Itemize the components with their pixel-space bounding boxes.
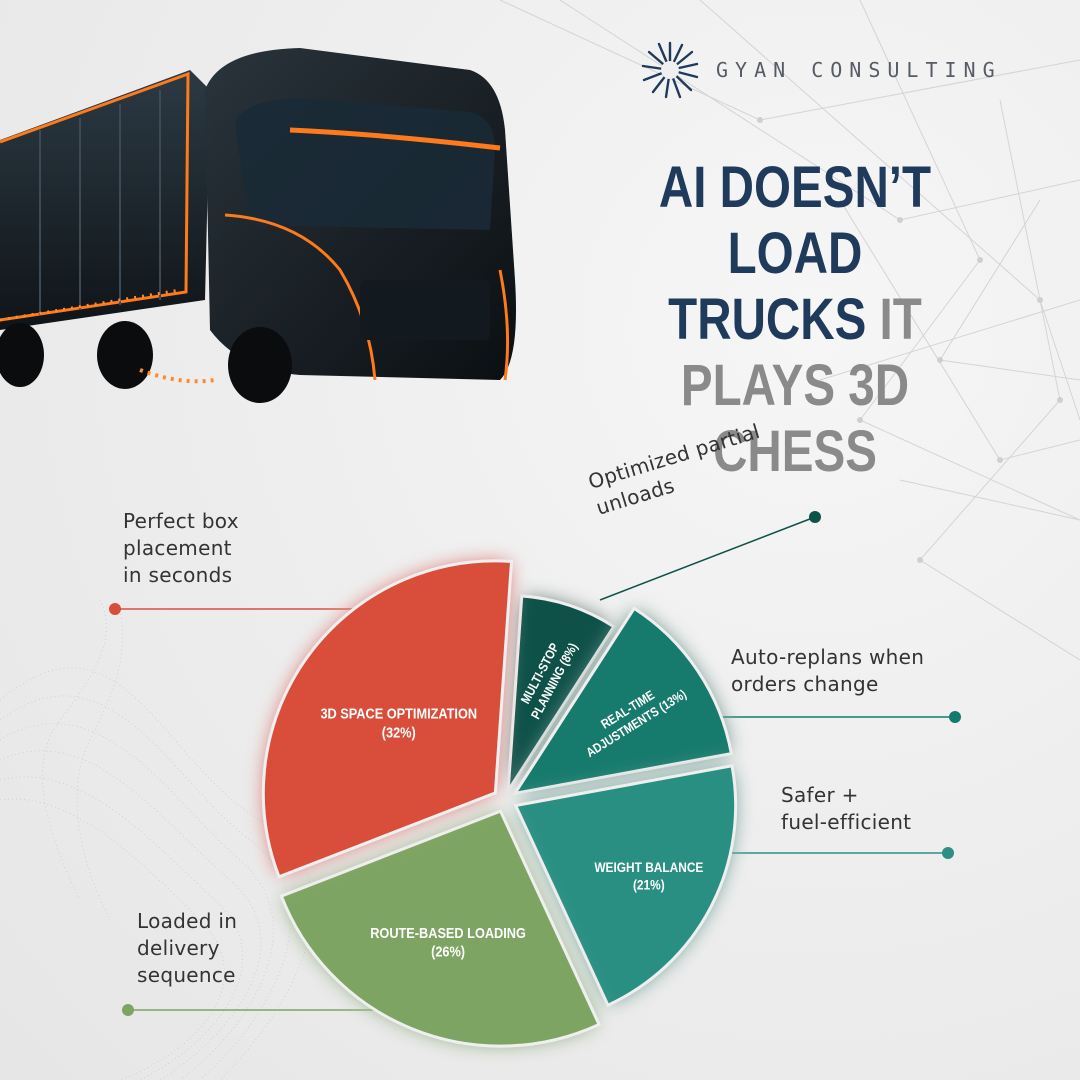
annotation-space-optimization: Perfect box placement in seconds — [123, 509, 239, 587]
pie-slice-1 — [506, 594, 616, 792]
trailer-body — [0, 70, 210, 330]
pie-slice-4 — [279, 809, 602, 1048]
trailer-light-strip — [0, 71, 190, 322]
leader-line-multi-stop — [599, 516, 816, 601]
annotation-route-loading: Loaded in delivery sequence — [137, 909, 238, 987]
brand-name: GYAN CONSULTING — [716, 58, 1002, 82]
truck-illustration — [0, 48, 516, 403]
headline-line-1: AI DOESN’T — [658, 155, 932, 220]
headline: AI DOESN’T LOAD TRUCKS IT PLAYS 3D CHESS — [635, 155, 955, 485]
pie-slice-2 — [511, 606, 734, 796]
leader-dot-route — [122, 1004, 134, 1016]
headline-line-2b: IT — [866, 287, 922, 352]
headline-line-3: PLAYS 3D CHESS — [680, 353, 910, 484]
headline-line-2a: LOAD TRUCKS — [668, 221, 867, 352]
leader-dot-weight — [942, 847, 954, 859]
pie-slice-3 — [513, 764, 738, 1008]
pie-slice-5 — [261, 559, 514, 879]
leader-dot-space — [109, 603, 121, 615]
slice-label-5: 3D SPACE OPTIMIZATION(32%) — [320, 705, 477, 741]
leader-dot-multi-stop — [809, 511, 821, 523]
grille — [360, 280, 490, 340]
annotation-weight-balance: Safer + fuel-efficient — [781, 783, 912, 834]
roof-light-bar — [289, 127, 501, 151]
front-wheel — [228, 327, 292, 403]
slice-label-3: WEIGHT BALANCE(21%) — [594, 859, 703, 893]
annotation-real-time: Auto-replans when orders change — [731, 645, 925, 696]
cab-light-strip — [224, 213, 377, 381]
leader-dot-real-time — [949, 711, 961, 723]
brand-logo: GYAN CONSULTING — [640, 40, 1002, 100]
sunburst-logo-icon — [641, 41, 699, 99]
slice-label-4: ROUTE-BASED LOADING(26%) — [370, 924, 526, 960]
trailer-wheel — [97, 321, 153, 389]
